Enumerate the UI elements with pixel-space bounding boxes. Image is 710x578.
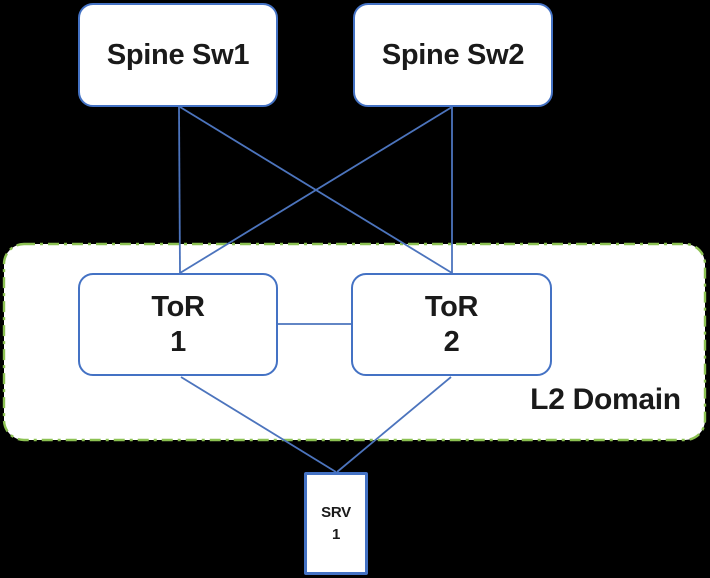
node-tor-2-label: ToR <box>424 290 479 323</box>
node-srv-1: SRV 1 <box>304 472 368 575</box>
l2-domain-label: L2 Domain <box>530 383 681 416</box>
node-srv-1-label: SRV <box>321 503 351 521</box>
link-tor2-srv1 <box>336 376 452 473</box>
node-spine-sw2: Spine Sw2 <box>353 3 553 107</box>
node-spine-sw2-label: Spine Sw2 <box>381 38 525 71</box>
link-tor1-srv1 <box>180 376 337 473</box>
node-tor-2: ToR 2 <box>351 273 552 376</box>
node-tor-2-number: 2 <box>443 325 460 358</box>
node-tor-1-number: 1 <box>170 325 186 358</box>
node-spine-sw1: Spine Sw1 <box>78 3 278 107</box>
node-spine-sw1-label: Spine Sw1 <box>106 38 250 71</box>
node-tor-1-label: ToR <box>151 290 205 323</box>
node-tor-1: ToR 1 <box>78 273 278 376</box>
link-spine2-tor1 <box>179 106 453 274</box>
node-srv-1-number: 1 <box>331 525 341 543</box>
link-spine1-tor1 <box>178 106 181 274</box>
